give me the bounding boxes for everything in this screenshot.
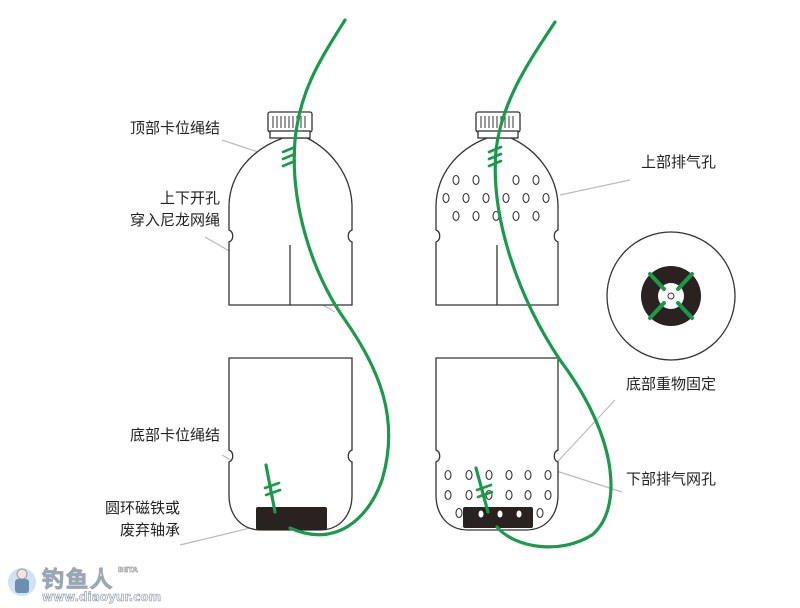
label-top-knot: 顶部卡位绳结 bbox=[129, 119, 220, 137]
rope-left-bottom bbox=[264, 463, 277, 514]
label-upper-vents: 上部排气孔 bbox=[641, 153, 717, 171]
logo-url: www.diaoyur.com bbox=[42, 590, 162, 605]
bottle-bottom-right bbox=[435, 357, 559, 531]
rope-right bbox=[493, 20, 613, 549]
logo-mascot bbox=[8, 568, 36, 596]
leader-upper-vents bbox=[559, 179, 631, 196]
logo-beta: BETA bbox=[118, 566, 138, 575]
label-bottom-knot: 底部卡位绳结 bbox=[129, 426, 220, 444]
upper-vent-holes bbox=[442, 174, 550, 222]
logo-title: 钓鱼人 bbox=[41, 568, 115, 594]
bottle-top-right bbox=[435, 111, 559, 306]
lower-vent-holes bbox=[444, 469, 552, 519]
label-holes-line1: 上下开孔 bbox=[159, 189, 220, 207]
knots bbox=[263, 145, 503, 499]
label-magnet-line2: 废弃轴承 bbox=[119, 521, 180, 539]
bottle-bottom-left bbox=[228, 357, 353, 531]
nylon-rope bbox=[263, 18, 613, 549]
rope-left bbox=[288, 18, 391, 537]
ring-magnet-detail bbox=[606, 231, 736, 361]
ring-magnet bbox=[256, 507, 327, 530]
label-magnet-line1: 圆环磁铁或 bbox=[104, 499, 180, 517]
label-holes-line2: 穿入尼龙网绳 bbox=[129, 211, 220, 229]
label-bottom-weight: 底部重物固定 bbox=[626, 375, 717, 393]
rope-right-bottom bbox=[474, 466, 490, 514]
bottom-weight bbox=[463, 507, 533, 528]
label-lower-vents: 下部排气网孔 bbox=[626, 470, 717, 488]
bottle-top-left bbox=[228, 111, 353, 306]
